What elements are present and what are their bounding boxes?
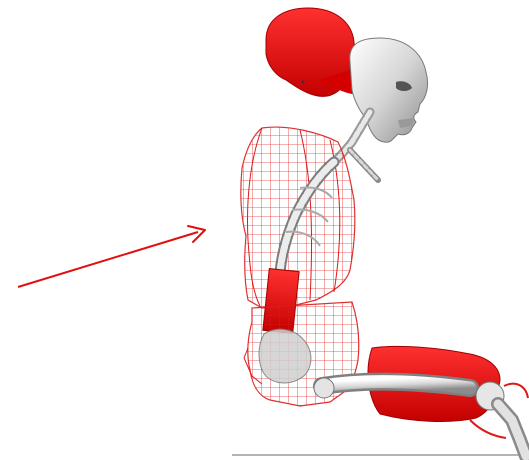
arrow-right-icon: [18, 226, 205, 287]
lower-leg: [470, 382, 528, 456]
